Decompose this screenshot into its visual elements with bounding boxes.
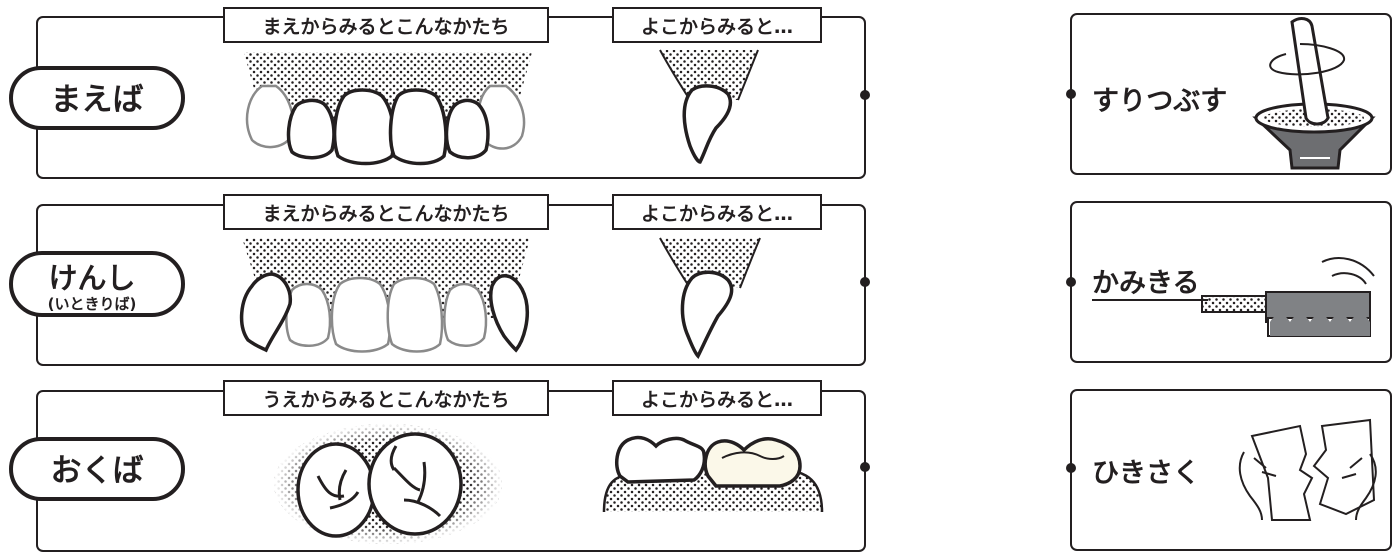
row-molars-side-caption: よこからみると… bbox=[641, 389, 793, 411]
incisor-tooth bbox=[444, 98, 490, 160]
molars-top-view bbox=[274, 424, 502, 544]
row-incisors-side-caption-box bbox=[612, 7, 822, 43]
canine-tooth bbox=[239, 272, 293, 353]
ghost-tooth bbox=[285, 282, 332, 347]
row-incisors-pill bbox=[9, 66, 185, 130]
row-canines-pill-sublabel: (いときりば) bbox=[48, 295, 137, 313]
row-molars-front-caption: うえからみるとこんなかたち bbox=[262, 389, 509, 411]
canines-front-view bbox=[239, 238, 530, 353]
row-canines-connector-dot bbox=[860, 277, 870, 287]
ghost-tooth bbox=[245, 84, 295, 149]
function-grind-label: すりつぶす bbox=[1092, 86, 1227, 117]
ghost-tooth bbox=[386, 276, 444, 353]
ghost-tooth bbox=[443, 282, 488, 347]
row-incisors-connector-dot bbox=[860, 90, 870, 100]
hands-tearing-paper-icon bbox=[1238, 418, 1377, 521]
row-molars-pill-label: おくば bbox=[51, 453, 144, 489]
knife-cutting-icon bbox=[1201, 257, 1375, 337]
row-canines: けんし (いときりば) まえからみるとこんなかたち よこからみると… bbox=[9, 194, 870, 366]
function-cut-dot bbox=[1066, 277, 1076, 287]
molar-side-tooth bbox=[703, 437, 802, 488]
row-canines-side-caption-box bbox=[612, 194, 822, 230]
row-incisors-front-caption: まえからみるとこんなかたち bbox=[262, 16, 509, 38]
function-tear-label: ひきさく bbox=[1092, 458, 1200, 489]
row-molars-connector-dot bbox=[860, 462, 870, 472]
incisor-tooth bbox=[388, 88, 448, 166]
row-incisors: まえば まえからみるとこんなかたち よこからみると… bbox=[9, 7, 870, 179]
incisor-side-tooth bbox=[682, 84, 733, 164]
function-cut: かみきる bbox=[1066, 201, 1392, 363]
row-canines-pill-label: けんし bbox=[48, 261, 135, 295]
row-incisors-pill-label: まえば bbox=[51, 82, 144, 118]
row-canines-side-caption: よこからみると… bbox=[641, 203, 793, 225]
incisors-front-view bbox=[244, 52, 532, 166]
incisor-side-view bbox=[659, 49, 759, 164]
incisor-tooth bbox=[332, 88, 396, 166]
ghost-tooth bbox=[330, 276, 392, 353]
row-incisors-side-caption: よこからみると… bbox=[641, 16, 793, 38]
canine-tooth bbox=[489, 274, 529, 353]
row-molars: おくば うえからみるとこんなかたち よこからみると… bbox=[9, 380, 870, 552]
row-incisors-front-caption-box bbox=[223, 7, 549, 43]
incisor-tooth bbox=[286, 98, 336, 160]
molar-top-tooth bbox=[296, 442, 376, 538]
mortar-pestle-icon bbox=[1252, 17, 1376, 170]
row-canines-front-caption: まえからみるとこんなかたち bbox=[262, 203, 509, 225]
function-tear: ひきさく bbox=[1066, 389, 1392, 551]
function-cut-label: かみきる bbox=[1092, 268, 1199, 299]
row-molars-pill bbox=[9, 437, 185, 501]
canine-side-view bbox=[659, 237, 761, 359]
molar-side-tooth bbox=[614, 435, 707, 484]
row-canines-front-caption-box bbox=[223, 194, 549, 230]
row-canines-pill bbox=[9, 251, 185, 317]
canine-side-tooth bbox=[680, 270, 734, 359]
function-grind: すりつぶす bbox=[1066, 13, 1392, 175]
function-tear-dot bbox=[1066, 463, 1076, 473]
molars-side-view bbox=[602, 435, 824, 513]
function-grind-dot bbox=[1066, 89, 1076, 99]
row-molars-side-caption-box bbox=[612, 380, 822, 416]
molar-top-tooth bbox=[367, 432, 463, 536]
row-molars-front-caption-box bbox=[223, 380, 549, 416]
